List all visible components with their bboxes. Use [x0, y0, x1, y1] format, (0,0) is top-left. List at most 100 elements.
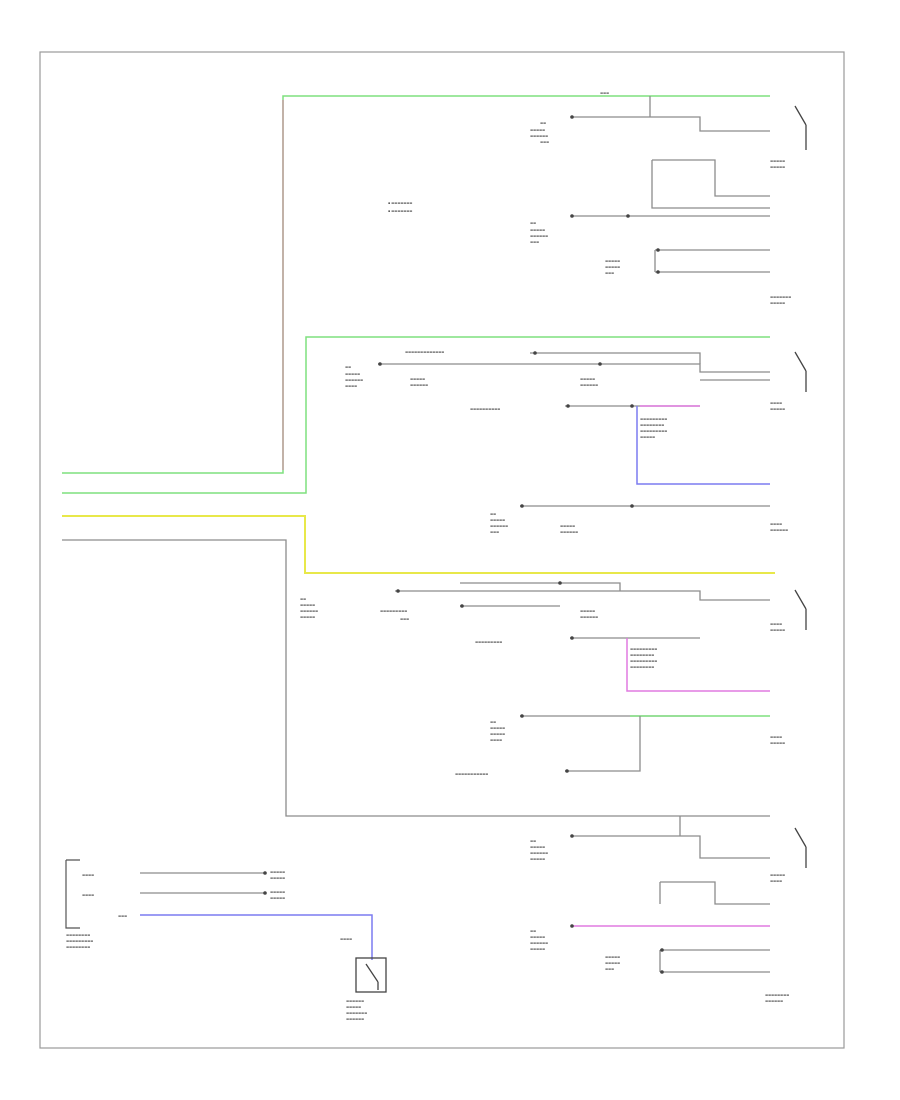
svg-text:▬▬▬▬▬: ▬▬▬▬▬ [346, 1005, 361, 1009]
svg-text:▬▬▬▬▬▬▬▬▬: ▬▬▬▬▬▬▬▬▬ [630, 647, 657, 651]
svg-text:▬▬▬▬▬▬: ▬▬▬▬▬▬ [300, 609, 318, 613]
svg-text:▬▬▬▬▬▬▬▬▬: ▬▬▬▬▬▬▬▬▬ [640, 429, 667, 433]
svg-text:▬▬▬: ▬▬▬ [530, 240, 539, 244]
svg-text:▬▬▬▬▬: ▬▬▬▬▬ [530, 857, 545, 861]
svg-text:▬▬▬: ▬▬▬ [490, 530, 499, 534]
svg-text:▬▬▬▬: ▬▬▬▬ [82, 893, 94, 897]
svg-text:▬▬▬▬▬: ▬▬▬▬▬ [770, 165, 785, 169]
svg-text:▬▬▬▬▬▬: ▬▬▬▬▬▬ [345, 378, 363, 382]
svg-text:▬▬▬▬▬▬▬▬▬: ▬▬▬▬▬▬▬▬▬ [640, 417, 667, 421]
svg-text:▬▬▬▬: ▬▬▬▬ [770, 522, 782, 526]
svg-text:▬▬▬▬▬: ▬▬▬▬▬ [580, 609, 595, 613]
svg-text:▬▬▬▬▬▬: ▬▬▬▬▬▬ [490, 524, 508, 528]
svg-text:▬▬▬▬▬: ▬▬▬▬▬ [270, 896, 285, 900]
svg-text:▬▬▬▬▬: ▬▬▬▬▬ [530, 128, 545, 132]
svg-text:▬▬: ▬▬ [530, 929, 536, 933]
svg-text:▬▬▬▬▬▬▬▬: ▬▬▬▬▬▬▬▬ [630, 665, 654, 669]
svg-text:▬▬: ▬▬ [540, 121, 546, 125]
svg-text:▬▬▬: ▬▬▬ [600, 91, 609, 95]
svg-text:▬▬▬▬▬: ▬▬▬▬▬ [530, 228, 545, 232]
svg-text:▪ ▬▬▬▬▬▬▬: ▪ ▬▬▬▬▬▬▬ [388, 209, 412, 213]
svg-text:▬▬▬▬▬: ▬▬▬▬▬ [560, 524, 575, 528]
svg-text:▬▬▬▬▬: ▬▬▬▬▬ [770, 628, 785, 632]
svg-text:▬▬▬▬: ▬▬▬▬ [770, 735, 782, 739]
svg-text:▬▬▬▬▬: ▬▬▬▬▬ [490, 726, 505, 730]
svg-text:▬▬▬▬▬▬: ▬▬▬▬▬▬ [580, 615, 598, 619]
svg-text:▬▬▬▬▬: ▬▬▬▬▬ [605, 955, 620, 959]
svg-text:▬▬▬▬▬: ▬▬▬▬▬ [530, 845, 545, 849]
svg-text:▬▬▬▬▬▬▬▬▬: ▬▬▬▬▬▬▬▬▬ [380, 609, 407, 613]
svg-text:▬▬▬▬▬▬▬▬: ▬▬▬▬▬▬▬▬ [640, 423, 664, 427]
svg-text:▬▬▬▬▬▬: ▬▬▬▬▬▬ [410, 383, 428, 387]
svg-text:▬▬▬▬▬▬▬: ▬▬▬▬▬▬▬ [346, 1011, 367, 1015]
svg-text:▬▬▬▬▬: ▬▬▬▬▬ [770, 407, 785, 411]
svg-text:▬▬▬▬▬▬: ▬▬▬▬▬▬ [765, 999, 783, 1003]
block-right-front-door-switch: ▬▬ ▬▬▬▬▬ ▬▬▬▬▬▬ ▬▬▬▬▬ ▬▬ ▬▬▬▬▬ ▬▬▬▬▬▬ ▬▬… [530, 816, 807, 1003]
svg-text:▬▬▬▬▬: ▬▬▬▬▬ [490, 518, 505, 522]
svg-text:▬▬▬▬: ▬▬▬▬ [770, 622, 782, 626]
svg-text:▬▬▬: ▬▬▬ [400, 617, 409, 621]
svg-text:▪ ▬▬▬▬▬▬▬: ▪ ▬▬▬▬▬▬▬ [388, 201, 412, 205]
svg-text:▬▬▬▬▬: ▬▬▬▬▬ [770, 741, 785, 745]
svg-text:▬▬▬▬▬: ▬▬▬▬▬ [605, 259, 620, 263]
svg-text:▬▬▬▬▬▬: ▬▬▬▬▬▬ [346, 1017, 364, 1021]
block-right-rear-door-switch: ▬▬ ▬▬▬▬▬ ▬▬▬▬▬▬ ▬▬▬▬▬ ▬▬▬▬▬▬▬▬▬ ▬▬▬ ▬▬▬▬… [300, 581, 807, 776]
svg-text:▬▬▬▬▬: ▬▬▬▬▬ [770, 873, 785, 877]
svg-text:▬▬▬▬▬: ▬▬▬▬▬ [770, 301, 785, 305]
svg-text:▬▬▬▬▬▬▬▬▬▬▬▬▬: ▬▬▬▬▬▬▬▬▬▬▬▬▬ [405, 350, 444, 354]
svg-text:▬▬▬▬▬▬▬▬▬: ▬▬▬▬▬▬▬▬▬ [475, 640, 502, 644]
svg-text:▬▬▬▬▬▬▬▬▬: ▬▬▬▬▬▬▬▬▬ [630, 659, 657, 663]
svg-text:▬▬▬▬: ▬▬▬▬ [770, 401, 782, 405]
svg-text:▬▬▬▬: ▬▬▬▬ [340, 937, 352, 941]
svg-text:▬▬▬▬▬▬: ▬▬▬▬▬▬ [560, 530, 578, 534]
svg-text:▬▬: ▬▬ [530, 839, 536, 843]
svg-text:▬▬▬▬▬▬: ▬▬▬▬▬▬ [770, 528, 788, 532]
svg-text:▬▬: ▬▬ [490, 512, 496, 516]
svg-text:▬▬▬▬▬: ▬▬▬▬▬ [530, 935, 545, 939]
svg-text:▬▬▬▬▬▬: ▬▬▬▬▬▬ [346, 999, 364, 1003]
svg-text:▬▬▬▬: ▬▬▬▬ [490, 738, 502, 742]
svg-text:▬▬▬▬: ▬▬▬▬ [82, 873, 94, 877]
svg-text:▬▬: ▬▬ [345, 365, 351, 369]
svg-text:▬▬▬▬▬: ▬▬▬▬▬ [530, 947, 545, 951]
svg-text:▬▬: ▬▬ [300, 597, 306, 601]
diagram-frame [39, 51, 845, 1049]
svg-text:▬▬▬▬▬: ▬▬▬▬▬ [270, 870, 285, 874]
svg-text:▬▬▬▬▬: ▬▬▬▬▬ [410, 377, 425, 381]
svg-text:▬▬▬▬▬▬: ▬▬▬▬▬▬ [580, 383, 598, 387]
svg-text:▬▬▬▬▬▬▬▬▬▬: ▬▬▬▬▬▬▬▬▬▬ [470, 407, 500, 411]
svg-text:▬▬▬▬▬▬▬: ▬▬▬▬▬▬▬ [770, 295, 791, 299]
block-left-front-door-switch: ▬▬▬ ▬▬ ▬▬▬▬▬ ▬▬▬▬▬▬ ▬▬▬ ▪ ▬▬▬▬▬▬▬ ▪ ▬▬▬▬… [388, 91, 807, 305]
svg-text:▬▬▬▬▬: ▬▬▬▬▬ [270, 876, 285, 880]
svg-text:▬▬▬▬▬▬▬▬: ▬▬▬▬▬▬▬▬ [630, 653, 654, 657]
svg-text:▬▬▬▬▬: ▬▬▬▬▬ [490, 732, 505, 736]
svg-text:▬▬▬▬▬: ▬▬▬▬▬ [345, 372, 360, 376]
main-feed-wires [62, 95, 775, 817]
svg-text:▬▬▬: ▬▬▬ [540, 140, 549, 144]
svg-text:▬▬: ▬▬ [530, 221, 536, 225]
svg-text:▬▬▬▬▬▬▬▬: ▬▬▬▬▬▬▬▬ [765, 993, 789, 997]
svg-text:▬▬▬▬▬▬▬▬: ▬▬▬▬▬▬▬▬ [66, 933, 90, 937]
block-left-rear-door-switch: ▬▬ ▬▬▬▬▬ ▬▬▬▬▬▬ ▬▬▬▬ ▬▬▬▬▬ ▬▬▬▬▬▬ ▬▬▬▬▬▬… [345, 350, 807, 534]
svg-text:▬▬▬: ▬▬▬ [605, 271, 614, 275]
block-control-module: ▬▬▬▬ ▬▬▬▬ ▬▬▬ ▬▬▬▬▬▬▬▬ ▬▬▬▬▬▬▬▬▬ ▬▬▬▬▬▬▬… [65, 859, 387, 1021]
svg-text:▬▬▬: ▬▬▬ [605, 967, 614, 971]
svg-text:▬▬▬▬▬▬: ▬▬▬▬▬▬ [530, 234, 548, 238]
svg-text:▬▬▬: ▬▬▬ [118, 914, 127, 918]
svg-text:▬▬: ▬▬ [490, 720, 496, 724]
svg-text:▬▬▬▬▬: ▬▬▬▬▬ [605, 961, 620, 965]
svg-text:▬▬▬▬▬▬▬▬▬: ▬▬▬▬▬▬▬▬▬ [66, 939, 93, 943]
svg-text:▬▬▬▬▬▬: ▬▬▬▬▬▬ [530, 851, 548, 855]
svg-text:▬▬▬▬: ▬▬▬▬ [770, 879, 782, 883]
svg-text:▬▬▬▬▬: ▬▬▬▬▬ [605, 265, 620, 269]
svg-text:▬▬▬▬▬▬▬▬▬▬▬: ▬▬▬▬▬▬▬▬▬▬▬ [455, 772, 488, 776]
svg-text:▬▬▬▬: ▬▬▬▬ [345, 384, 357, 388]
svg-text:▬▬▬▬▬: ▬▬▬▬▬ [300, 603, 315, 607]
svg-text:▬▬▬▬▬: ▬▬▬▬▬ [640, 435, 655, 439]
svg-text:▬▬▬▬▬: ▬▬▬▬▬ [580, 377, 595, 381]
svg-text:▬▬▬▬▬: ▬▬▬▬▬ [770, 159, 785, 163]
svg-text:▬▬▬▬▬▬: ▬▬▬▬▬▬ [530, 134, 548, 138]
svg-text:▬▬▬▬▬: ▬▬▬▬▬ [300, 615, 315, 619]
svg-text:▬▬▬▬▬▬▬▬: ▬▬▬▬▬▬▬▬ [66, 945, 90, 949]
